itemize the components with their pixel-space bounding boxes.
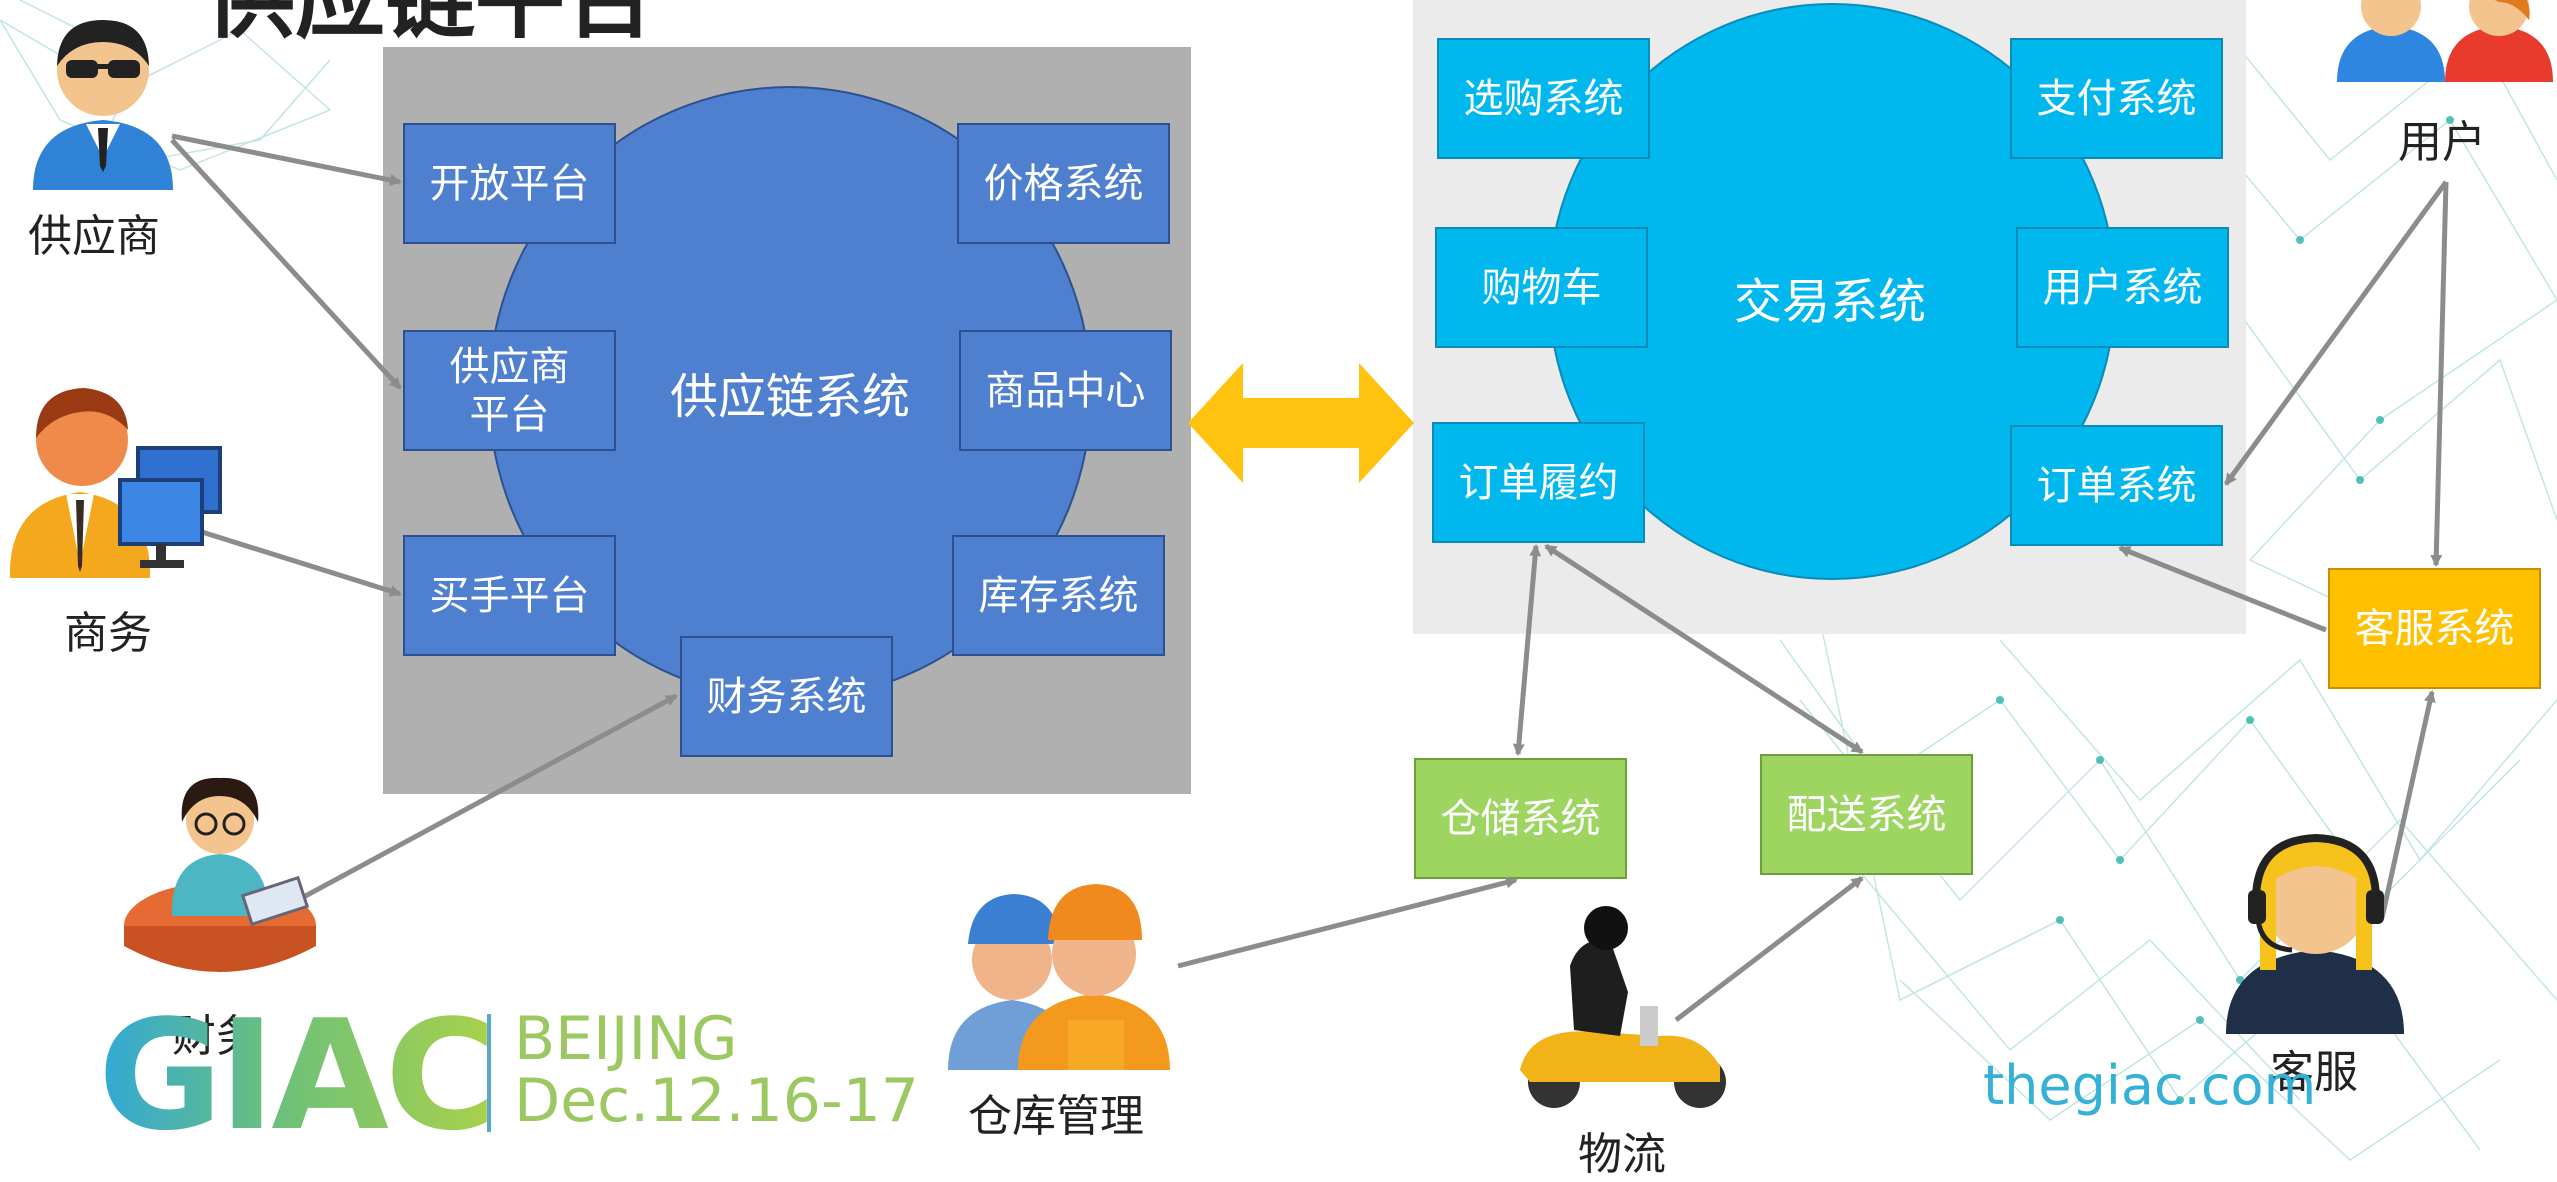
- arrow-supplier-supplier-platform: [170, 138, 402, 390]
- logistics-label: 物流: [1578, 1129, 1666, 1180]
- business-label: 商务: [64, 608, 152, 659]
- logistics-icon: [1520, 906, 1726, 1108]
- finance-label: 财务: [172, 1000, 260, 1064]
- delivery-system-box[interactable]: 配送系统: [1760, 754, 1973, 875]
- warehouse-mgmt-label: 仓库管理: [968, 1091, 1144, 1142]
- open-platform-box[interactable]: 开放平台: [403, 123, 616, 244]
- business-icon: [9, 388, 222, 578]
- arrow-supplier-open-platform: [171, 133, 402, 186]
- arrow-logistics-delivery: [1674, 876, 1864, 1022]
- customer-service-icon: [2226, 833, 2404, 1034]
- logo-city: BEIJING: [514, 1004, 738, 1074]
- product-center-box[interactable]: 商品中心: [959, 330, 1172, 451]
- page-title: 供应链平台: [205, 0, 655, 44]
- arrow-cs-system-order: [2118, 545, 2327, 633]
- finance-system-box[interactable]: 财务系统: [680, 636, 893, 757]
- logo-divider: [487, 1014, 491, 1132]
- supplier-icon: [33, 20, 173, 190]
- arrow-users-order-system: [2223, 180, 2449, 486]
- supply-chain-center-label: 供应链系统: [669, 369, 910, 425]
- supplier-label: 供应商: [28, 211, 160, 262]
- shopping-system-box[interactable]: 选购系统: [1437, 38, 1650, 159]
- finance-icon: [124, 777, 316, 972]
- order-system-box[interactable]: 订单系统: [2010, 425, 2223, 546]
- arrow-fulfillment-delivery: [1544, 543, 1864, 755]
- inventory-system-box[interactable]: 库存系统: [952, 535, 1165, 656]
- arrow-business-buyer-platform: [201, 529, 402, 597]
- double-arrow: [1188, 363, 1414, 483]
- warehouse-mgmt-icon: [948, 884, 1170, 1070]
- cart-box[interactable]: 购物车: [1435, 227, 1648, 348]
- trade-center-label: 交易系统: [1733, 274, 1926, 330]
- supplier-platform-box[interactable]: 供应商 平台: [403, 330, 616, 451]
- giac-logo: GIAC: [98, 987, 497, 1164]
- arrow-users-cs-system: [2430, 181, 2449, 567]
- arrow-fulfillment-warehouse: [1512, 544, 1542, 756]
- payment-system-box[interactable]: 支付系统: [2010, 38, 2223, 159]
- users-icon: [2337, 0, 2553, 82]
- arrow-finance-finance-system: [296, 693, 678, 903]
- user-system-box[interactable]: 用户系统: [2016, 227, 2229, 348]
- users-label: 用户: [2398, 117, 2486, 168]
- buyer-platform-box[interactable]: 买手平台: [403, 535, 616, 656]
- price-system-box[interactable]: 价格系统: [957, 123, 1170, 244]
- warehouse-system-box[interactable]: 仓储系统: [1414, 758, 1627, 879]
- logo-date: Dec.12.16-17: [514, 1066, 919, 1136]
- site-url[interactable]: thegiac.com: [1983, 1054, 2317, 1117]
- customer-service-system-box[interactable]: 客服系统: [2328, 568, 2541, 689]
- order-fulfillment-box[interactable]: 订单履约: [1432, 422, 1645, 543]
- arrow-warehouse-mgmt: [1177, 876, 1518, 969]
- arrow-cs-agent-cs-system: [2379, 690, 2436, 919]
- customer-service-label: 客服: [2270, 1047, 2358, 1098]
